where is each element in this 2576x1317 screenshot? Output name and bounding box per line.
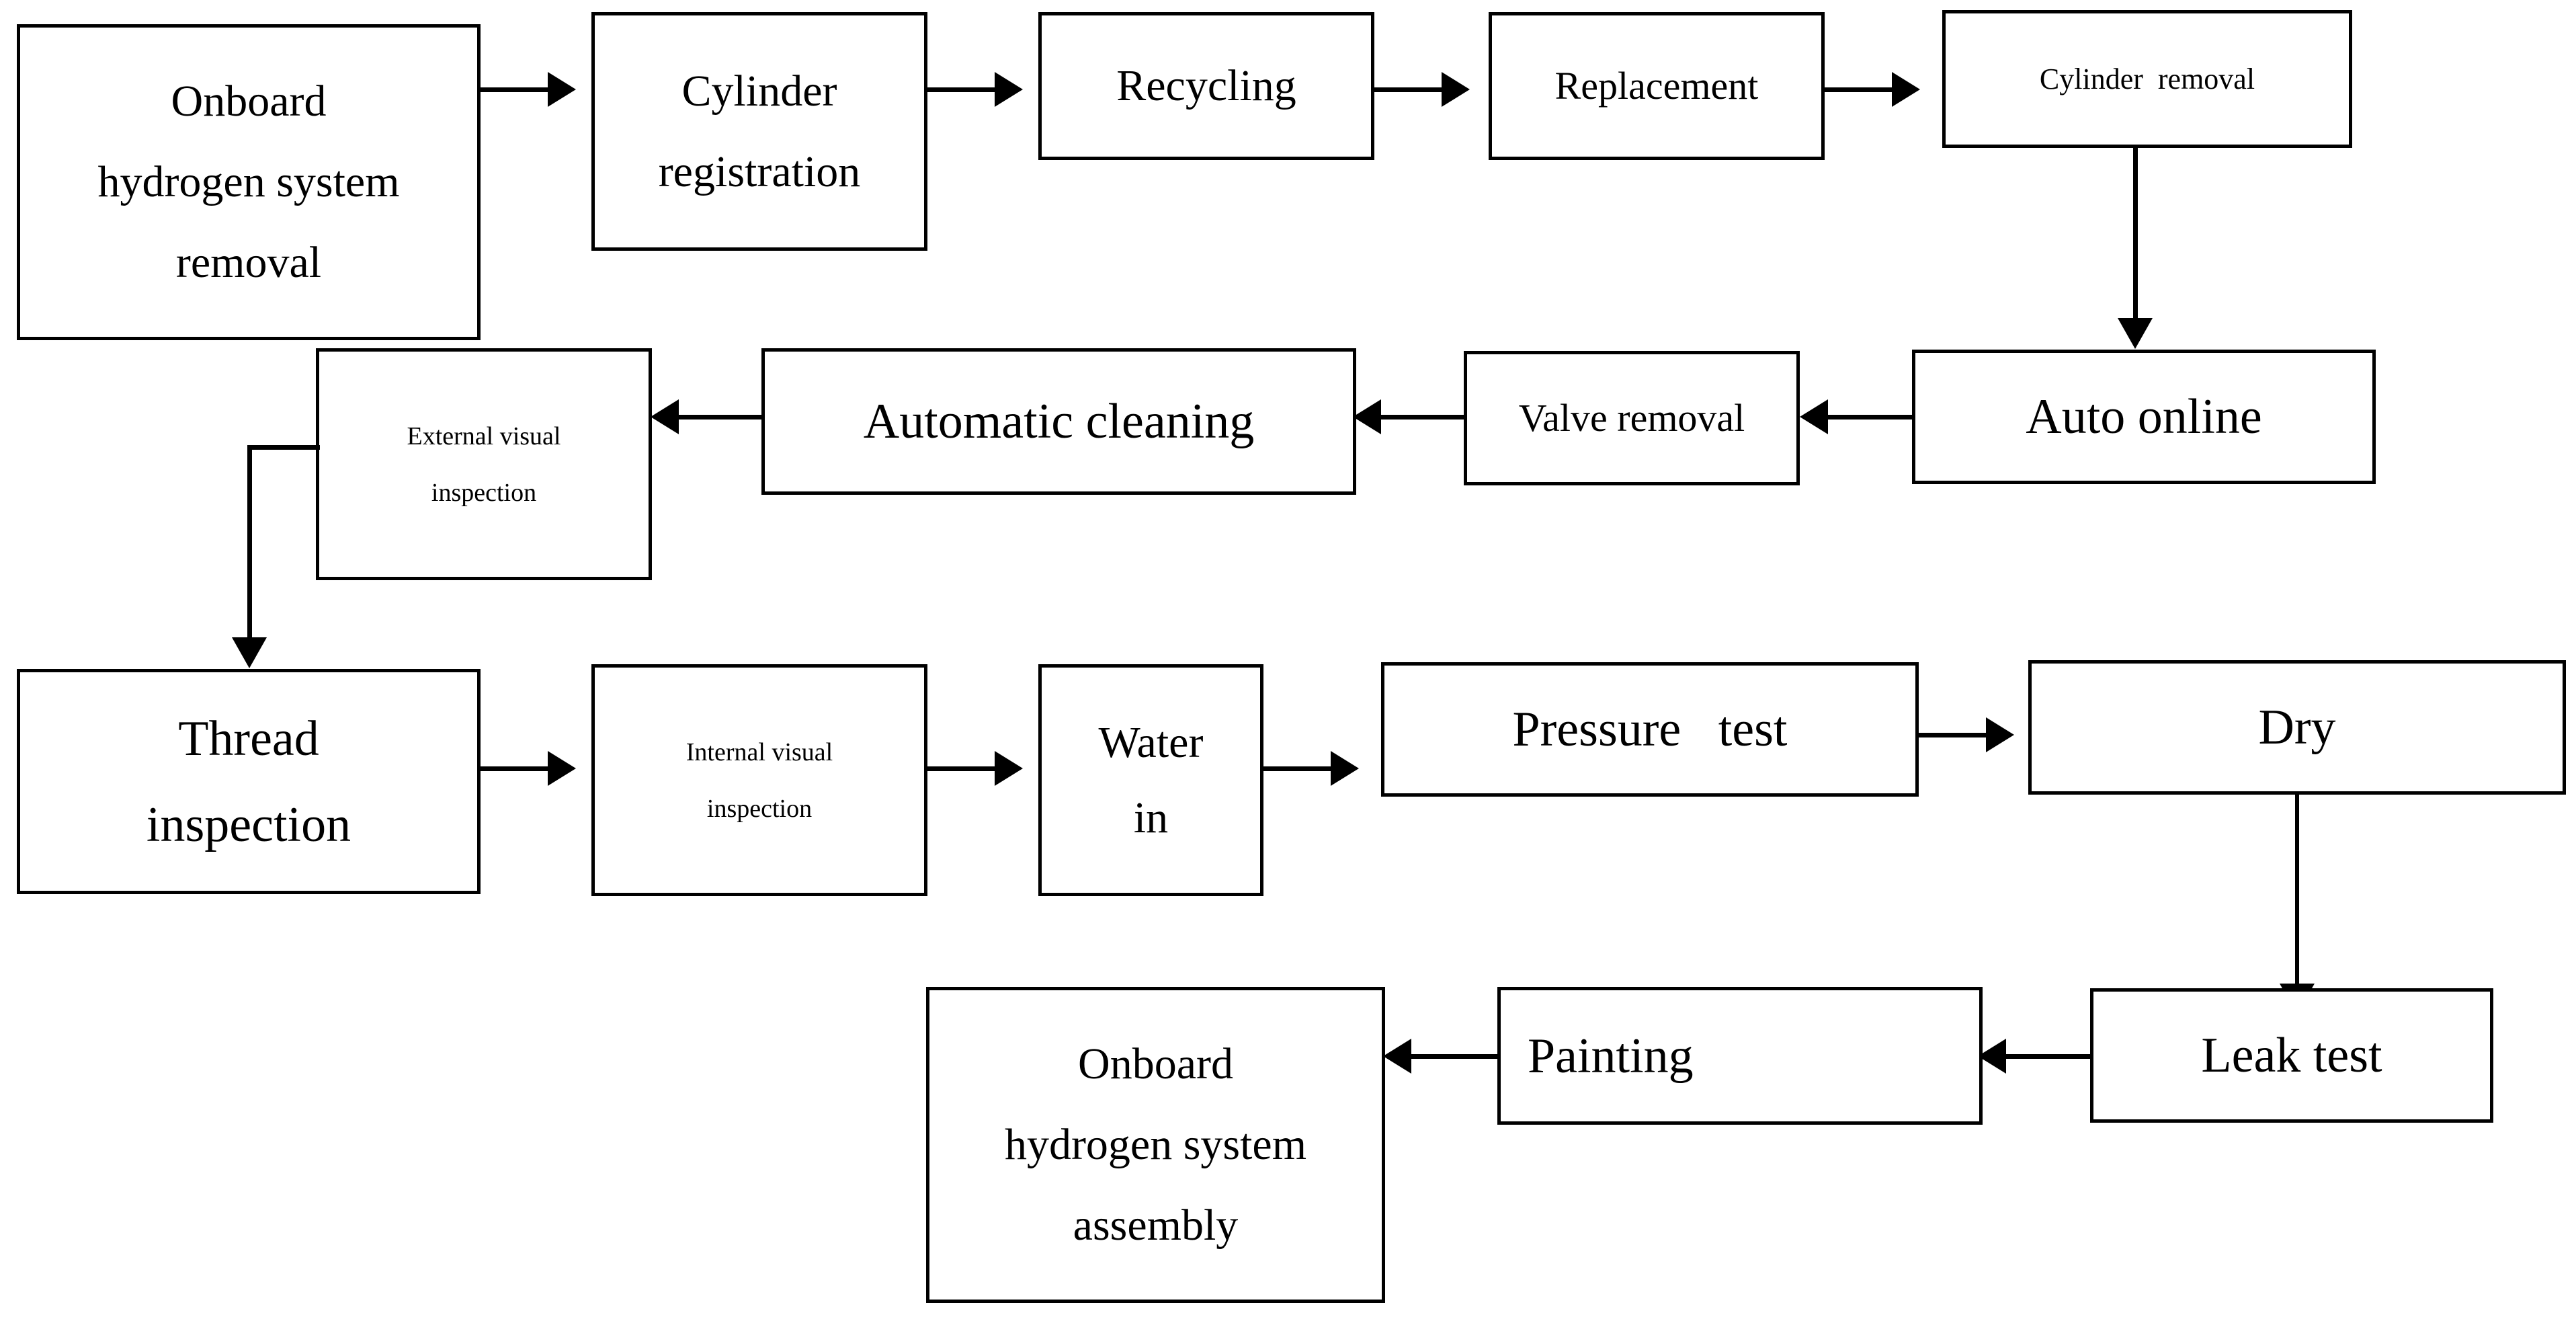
edge-arrow-water-in-to-pressure-test [1331,751,1359,786]
node-line: Leak test [2201,1028,2382,1083]
node-dry[interactable]: Dry [2028,660,2566,795]
edge-line-painting-to-onboard-assembly [1411,1054,1499,1059]
edge-line-water-in-to-pressure-test [1263,766,1331,771]
edge-arrow-thread-to-internal-visual [548,751,576,786]
node-thread-inspection[interactable]: Thread inspection [17,669,481,894]
edge-line-external-visual-to-thread-horizontal [247,445,320,450]
edge-line-valve-removal-to-automatic-cleaning [1381,415,1465,420]
node-line: Dry [2258,700,2336,755]
node-leak-test[interactable]: Leak test [2090,988,2493,1123]
node-external-visual-inspection[interactable]: External visual inspection [316,348,652,580]
node-line: External visual [407,422,561,450]
node-automatic-cleaning[interactable]: Automatic cleaning [761,348,1356,495]
node-line: Recycling [1116,61,1296,110]
node-auto-online[interactable]: Auto online [1912,350,2376,484]
node-line: Thread [178,711,319,766]
node-pressure-test[interactable]: Pressure test [1381,662,1919,797]
node-line: removal [175,238,322,287]
node-painting[interactable]: Painting [1497,987,1983,1125]
node-line: hydrogen system [97,157,400,206]
edge-arrow-recycling-to-replacement [1442,72,1470,107]
edge-line-replacement-to-cylinder-removal [1825,87,1892,92]
edge-line-cylinder-registration-to-recycling [927,87,995,92]
edge-line-internal-visual-to-water-in [927,766,995,771]
edge-arrow-painting-to-onboard-assembly [1383,1039,1411,1074]
edge-arrow-valve-removal-to-automatic-cleaning [1353,399,1381,434]
edge-arrow-replacement-to-cylinder-removal [1892,72,1920,107]
edge-arrow-cylinder-registration-to-recycling [995,72,1023,107]
node-line: Onboard [1078,1039,1233,1088]
node-line: Auto online [2026,389,2262,444]
edge-line-recycling-to-replacement [1374,87,1442,92]
node-onboard-hydrogen-system-removal[interactable]: Onboard hydrogen system removal [17,24,481,340]
node-line: Cylinder removal [2039,62,2255,95]
edge-line-leak-test-to-painting [2006,1054,2092,1059]
edge-line-external-visual-to-thread-vertical [247,445,252,640]
node-water-in[interactable]: Water in [1038,664,1263,896]
node-line: Painting [1528,1028,1694,1084]
node-line: Onboard [171,77,327,126]
edge-arrow-external-visual-to-thread [232,637,267,668]
node-line: in [1133,793,1169,842]
edge-arrow-automatic-cleaning-to-external-visual-inspection [651,399,679,434]
node-line: Valve removal [1518,396,1745,440]
edge-arrow-cylinder-removal-to-auto-online [2118,318,2153,349]
node-line: Automatic cleaning [863,394,1255,449]
edge-arrow-auto-online-to-valve-removal [1800,399,1828,434]
edge-arrow-onboard-to-cylinder-registration [548,72,576,107]
edge-line-onboard-to-cylinder-registration [481,87,548,92]
node-line: Water [1098,717,1204,767]
node-line: inspection [146,797,351,852]
node-line: registration [658,147,861,196]
node-line: assembly [1073,1201,1239,1250]
node-replacement[interactable]: Replacement [1489,12,1825,160]
node-line: Cylinder [681,66,837,116]
node-valve-removal[interactable]: Valve removal [1464,351,1800,485]
node-line: hydrogen system [1004,1120,1307,1169]
node-line: Internal visual [685,737,833,766]
edge-line-thread-to-internal-visual [481,766,548,771]
node-cylinder-removal[interactable]: Cylinder removal [1942,10,2352,148]
edge-arrow-leak-test-to-painting [1978,1039,2006,1074]
node-recycling[interactable]: Recycling [1038,12,1374,160]
edge-line-pressure-test-to-dry [1919,733,1986,737]
node-line: inspection [431,478,537,507]
edge-arrow-pressure-test-to-dry [1986,717,2014,752]
node-cylinder-registration[interactable]: Cylinder registration [591,12,927,251]
node-line: Replacement [1554,64,1759,108]
node-internal-visual-inspection[interactable]: Internal visual inspection [591,664,927,896]
edge-line-cylinder-removal-to-auto-online [2133,148,2138,319]
edge-line-automatic-cleaning-to-external-visual-inspection [679,415,763,420]
edge-line-dry-to-leak-test [2295,795,2299,986]
node-line: inspection [706,794,813,823]
edge-line-auto-online-to-valve-removal [1828,415,1914,420]
node-onboard-hydrogen-system-assembly[interactable]: Onboard hydrogen system assembly [926,987,1385,1303]
node-line: Pressure test [1512,702,1788,757]
edge-arrow-internal-visual-to-water-in [995,751,1023,786]
